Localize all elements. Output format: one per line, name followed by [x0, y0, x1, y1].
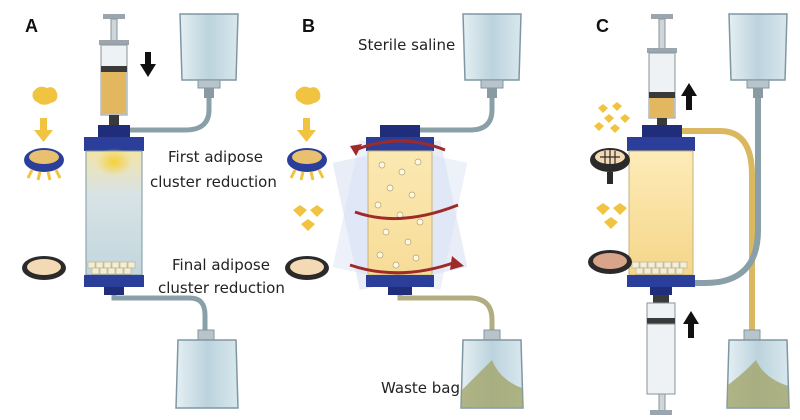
- arrow-up-icon: [681, 83, 697, 110]
- saline-bag-icon: [728, 13, 788, 98]
- panel-letter-b: B: [302, 16, 315, 36]
- final-reduction-label-line2: cluster reduction: [158, 279, 285, 297]
- adipose-fragments-icon: [594, 102, 630, 133]
- adipose-fragments-icon: [293, 205, 324, 231]
- arrow-down-icon: [297, 118, 316, 142]
- saline-bag-icon: [179, 13, 239, 98]
- syringe-icon: [647, 14, 677, 126]
- sterile-saline-label: Sterile saline: [358, 36, 455, 54]
- waste-bag-label: Waste bag: [381, 379, 460, 397]
- waste-bag-icon: [726, 329, 790, 409]
- filter-disc-icon: [285, 256, 329, 280]
- adipose-cluster-icon: [295, 86, 321, 105]
- tube: [695, 98, 761, 286]
- tube: [397, 295, 495, 345]
- rotation-arrow-icon: [349, 139, 464, 275]
- syringe-icon: [99, 14, 129, 125]
- filter-disc-icon: [22, 256, 66, 280]
- tube: [682, 128, 755, 330]
- filter-mesh-icon: [590, 148, 630, 184]
- filter-column-icon: [627, 125, 695, 295]
- saline-bag-icon: [462, 13, 522, 98]
- panel-letter-a: A: [25, 16, 38, 36]
- waste-bag-icon: [460, 329, 524, 409]
- filter-disc-icon: [588, 250, 632, 274]
- panel-a: A: [22, 13, 239, 409]
- panel-c: C: [588, 13, 790, 415]
- tube: [405, 98, 495, 133]
- arrow-down-icon: [140, 52, 156, 77]
- first-reduction-label-line1: First adipose: [168, 148, 263, 166]
- waste-bag-icon: [175, 329, 239, 409]
- filter-column-icon: [84, 125, 144, 295]
- arrow-down-icon: [34, 118, 53, 142]
- rotating-column-icon: [332, 125, 468, 295]
- final-reduction-label-line1: Final adipose: [172, 256, 270, 274]
- adipose-cluster-icon: [32, 86, 58, 105]
- arrow-up-icon: [683, 311, 699, 338]
- tube: [111, 295, 208, 335]
- panel-b: B: [285, 13, 524, 409]
- first-reduction-label-line2: cluster reduction: [150, 173, 277, 191]
- filter-mesh-icon: [24, 148, 64, 181]
- tube: [125, 98, 212, 133]
- filter-mesh-icon: [287, 148, 327, 181]
- adipose-fragments-icon: [596, 203, 627, 229]
- syringe-icon: [646, 295, 676, 415]
- panel-letter-c: C: [596, 16, 609, 36]
